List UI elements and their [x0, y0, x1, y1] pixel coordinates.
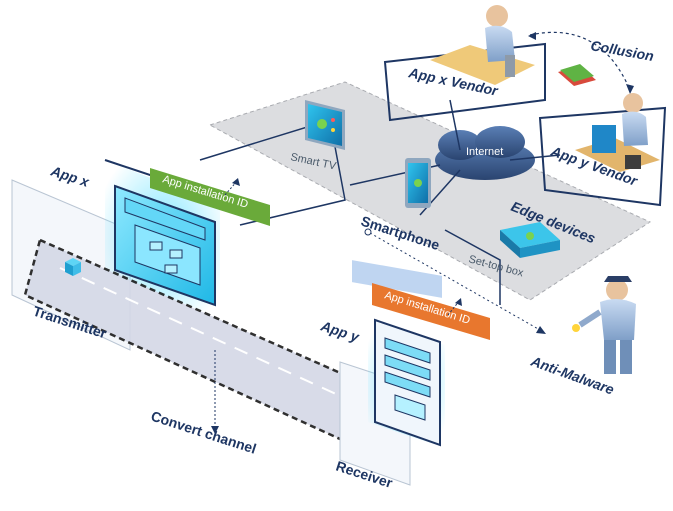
- arrow-icon-2: [455, 298, 462, 306]
- app-installation-id-green-tag: [150, 168, 270, 226]
- collusion-arrow-head-right: [626, 84, 634, 94]
- smartphone-icon: [405, 158, 431, 208]
- anti-malware-label: Anti-Malware: [528, 352, 616, 397]
- network-links: [199, 99, 561, 305]
- covert-channel-track: [59, 267, 361, 406]
- arrow-icon: [232, 178, 240, 186]
- app-installation-id-orange-tag: [372, 283, 490, 340]
- app-y-label: App y: [318, 317, 362, 345]
- collusion-label: Collusion: [589, 37, 655, 64]
- app-x-label: App x: [48, 162, 92, 190]
- smart-tv-icon: [305, 100, 345, 150]
- collusion-arrow: [529, 31, 631, 91]
- covert-channel-label: Convert channel: [149, 408, 258, 457]
- transmitter-cube-icon: [65, 258, 81, 276]
- app-y-vendor-frame: [538, 106, 667, 207]
- smartphone-label-bg: [352, 260, 442, 298]
- app-x-vendor-person-icon: [430, 5, 535, 85]
- app-y-vendor-person-icon: [575, 93, 660, 172]
- set-top-box-icon: [500, 222, 560, 258]
- collusion-arrow-head-left: [528, 32, 536, 40]
- internet-label: Internet: [466, 146, 503, 158]
- police-person-icon: [572, 276, 636, 374]
